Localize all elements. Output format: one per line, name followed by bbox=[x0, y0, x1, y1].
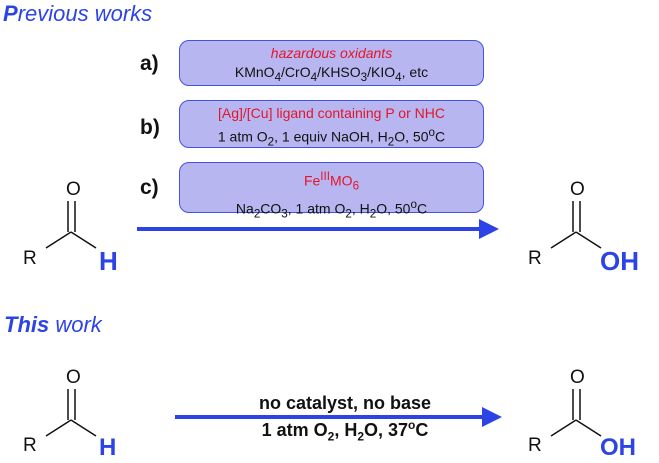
condition-c-line1: FeIIIMO6 bbox=[303, 170, 360, 193]
condition-label-c: c) bbox=[140, 176, 159, 199]
aldehyde-bottom-h: H bbox=[99, 434, 116, 461]
aldehyde-bottom-r: R bbox=[23, 435, 37, 456]
acid-bottom: O R OH bbox=[528, 367, 636, 461]
condition-a-line2: KMnO4/CrO4/KHSO3/KIO4, etc bbox=[234, 64, 429, 84]
condition-b-line1: [Ag]/[Cu] ligand containing P or NHC bbox=[218, 105, 445, 121]
condition-label-b: b) bbox=[140, 116, 160, 139]
previous-works-heading-rest: revious works bbox=[17, 1, 153, 26]
acid-top-o: O bbox=[570, 179, 585, 200]
acid-bottom-o: O bbox=[570, 367, 585, 388]
acid-bottom-oh: OH bbox=[600, 434, 636, 461]
condition-box-c: FeIIIMO6 Na2CO3, 1 atm O2, H2O, 50oC bbox=[179, 162, 484, 221]
aldehyde-bottom-o: O bbox=[66, 367, 81, 388]
this-work-heading-strong: This bbox=[4, 312, 50, 337]
this-work-heading-rest: work bbox=[49, 312, 102, 337]
aldehyde-top-o: O bbox=[66, 179, 81, 200]
this-work-conditions: no catalyst, no base 1 atm O2, H2O, 37oC bbox=[190, 392, 500, 448]
aldehyde-bottom: O R H bbox=[23, 367, 116, 461]
aldehyde-top-r: R bbox=[23, 248, 37, 269]
this-work-line2: 1 atm O2, H2O, 37oC bbox=[261, 418, 429, 444]
this-work-heading: This work bbox=[4, 312, 102, 338]
condition-label-a: a) bbox=[140, 52, 159, 75]
previous-works-heading-strong: P bbox=[3, 1, 18, 26]
condition-box-a: hazardous oxidants KMnO4/CrO4/KHSO3/KIO4… bbox=[179, 40, 484, 86]
condition-c-line2: Na2CO3, 1 atm O2, H2O, 50oC bbox=[235, 198, 428, 221]
aldehyde-top-h: H bbox=[99, 246, 118, 276]
previous-works-heading: Previous works bbox=[3, 1, 152, 27]
acid-top-oh: OH bbox=[600, 246, 639, 276]
condition-b-line2: 1 atm O2, 1 equiv NaOH, H2O, 50oC bbox=[217, 126, 446, 149]
acid-top-r: R bbox=[528, 248, 542, 269]
condition-box-b: [Ag]/[Cu] ligand containing P or NHC 1 a… bbox=[179, 100, 484, 148]
aldehyde-top: O R H bbox=[23, 179, 118, 276]
acid-bottom-r: R bbox=[528, 435, 542, 456]
condition-a-line1: hazardous oxidants bbox=[270, 45, 393, 61]
this-work-line1: no catalyst, no base bbox=[258, 393, 432, 413]
acid-top: O R OH bbox=[528, 179, 639, 276]
